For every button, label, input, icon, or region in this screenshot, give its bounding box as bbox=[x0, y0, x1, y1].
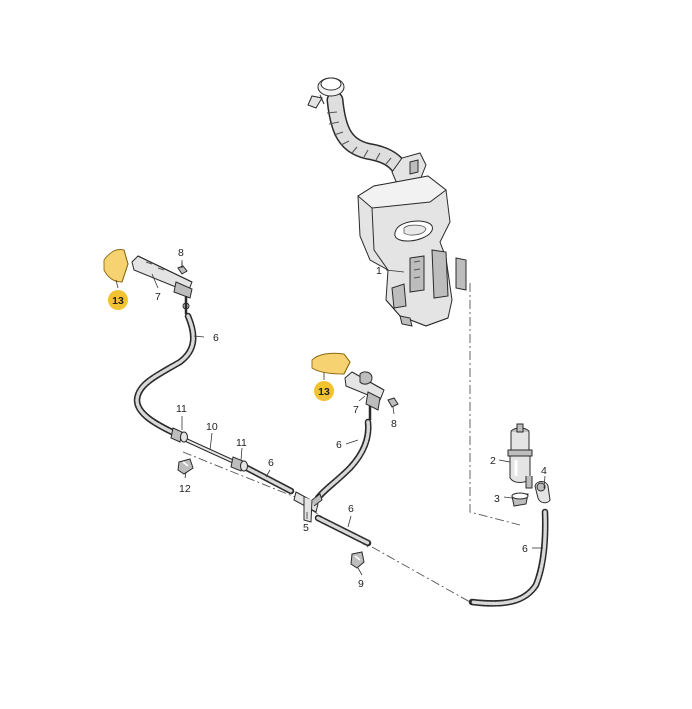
callout-valve-right: 11 bbox=[236, 437, 247, 449]
hose-clip-left bbox=[177, 458, 194, 475]
screw-left bbox=[177, 262, 188, 275]
callout-screw-left: 8 bbox=[178, 247, 184, 259]
callout-clip-left: 12 bbox=[179, 483, 191, 495]
callout-cap-left: 13 bbox=[112, 295, 124, 307]
callout-grommet: 3 bbox=[494, 493, 500, 505]
callout-hose-right: 6 bbox=[522, 543, 528, 555]
hose-upper-left bbox=[133, 312, 197, 436]
connector-line bbox=[185, 438, 233, 463]
callout-hose-center: 6 bbox=[336, 439, 342, 451]
hose-center bbox=[314, 418, 372, 502]
nozzle-left bbox=[131, 255, 193, 314]
callout-badge-cap-right: 13 bbox=[314, 381, 334, 401]
callout-t-piece: 5 bbox=[303, 522, 309, 534]
check-valve-left bbox=[170, 427, 188, 443]
hose-lower-middle bbox=[314, 514, 372, 547]
callout-cap-right: 13 bbox=[318, 386, 330, 398]
check-valve-right bbox=[230, 456, 248, 472]
hose-clip-lower bbox=[350, 551, 365, 569]
callout-valve-left: 11 bbox=[176, 403, 187, 415]
callout-hose-upper-left: 6 bbox=[213, 332, 219, 344]
callout-elbow: 4 bbox=[541, 465, 547, 477]
callout-hose-middle-left: 6 bbox=[268, 457, 274, 469]
callout-connector: 10 bbox=[206, 421, 218, 433]
callout-badge-cap-left: 13 bbox=[108, 290, 128, 310]
callout-pump: 2 bbox=[490, 455, 496, 467]
cap-left bbox=[103, 249, 129, 283]
screw-right bbox=[387, 397, 399, 408]
callout-hose-lower-middle: 6 bbox=[348, 503, 354, 515]
callout-nozzle-left: 7 bbox=[155, 291, 161, 303]
callout-nozzle-right: 7 bbox=[353, 404, 359, 416]
elbow-connector bbox=[534, 481, 551, 504]
t-piece-connector bbox=[293, 491, 323, 523]
callout-clip-lower: 9 bbox=[358, 578, 364, 590]
leader-lines bbox=[115, 260, 546, 576]
callout-screw-right: 8 bbox=[391, 418, 397, 430]
washer-fluid-reservoir bbox=[307, 77, 467, 327]
nozzle-right bbox=[344, 371, 385, 420]
cap-right bbox=[311, 352, 351, 375]
washer-pump bbox=[507, 423, 533, 489]
callout-labels: 1 2 3 4 5 6 6 6 6 6 7 7 8 8 9 10 11 11 1… bbox=[155, 247, 547, 590]
callout-tank: 1 bbox=[376, 265, 382, 277]
pump-grommet bbox=[511, 492, 529, 507]
hose-right bbox=[468, 508, 549, 607]
hose-middle-left bbox=[241, 463, 295, 495]
